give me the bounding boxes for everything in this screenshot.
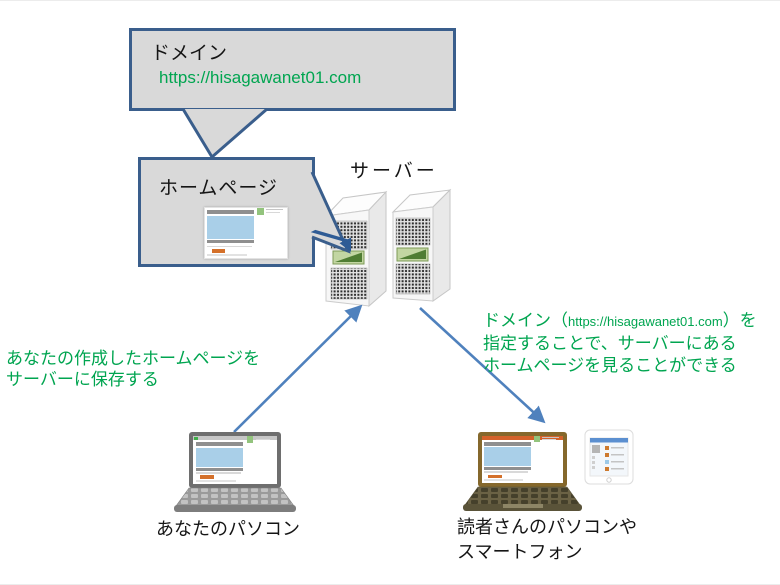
speech-bubble-tail-icon [181, 107, 268, 160]
reader-laptop-screen-webpage-icon [482, 436, 563, 483]
domain-url: https://hisagawanet01.com [159, 68, 362, 87]
access-note-url: https://hisagawanet01.com [568, 314, 723, 329]
domain-title: ドメイン [151, 43, 228, 64]
upload-note-line2: サーバーに保存する [6, 370, 159, 389]
reader-devices-label-line2: スマートフォン [457, 542, 583, 562]
store-into-server-arrow-icon [310, 229, 352, 252]
tablet-icon [584, 429, 634, 485]
homepage-callout-tail-icon [310, 171, 351, 254]
access-note: ドメイン（https://hisagawanet01.com）を 指定することで… [483, 310, 757, 377]
access-note-line1: ドメイン（https://hisagawanet01.com）を [483, 310, 757, 333]
server-label: サーバー [350, 161, 438, 182]
access-note-line2: 指定することで、サーバーにある [483, 334, 737, 353]
upload-note: あなたの作成したホームページを サーバーに保存する [6, 348, 260, 390]
webpage-thumbnail-icon [204, 207, 288, 259]
reader-devices-label: 読者さんのパソコンや スマートフォン [457, 515, 637, 565]
access-note-suffix: ）を [722, 311, 757, 330]
access-note-line3: ホームページを見ることができる [483, 356, 737, 375]
reader-devices-label-line1: 読者さんのパソコンや [457, 517, 637, 537]
upload-note-line1: あなたの作成したホームページを [6, 349, 261, 368]
server-towers-icon [324, 188, 452, 308]
your-pc-label: あなたのパソコン [156, 519, 300, 539]
homepage-label: ホームページ [159, 178, 279, 199]
domain-speech-bubble: ドメイン https://hisagawanet01.com [129, 28, 456, 111]
your-laptop-screen-webpage-icon [193, 436, 277, 484]
access-note-prefix: ドメイン（ [483, 311, 568, 330]
